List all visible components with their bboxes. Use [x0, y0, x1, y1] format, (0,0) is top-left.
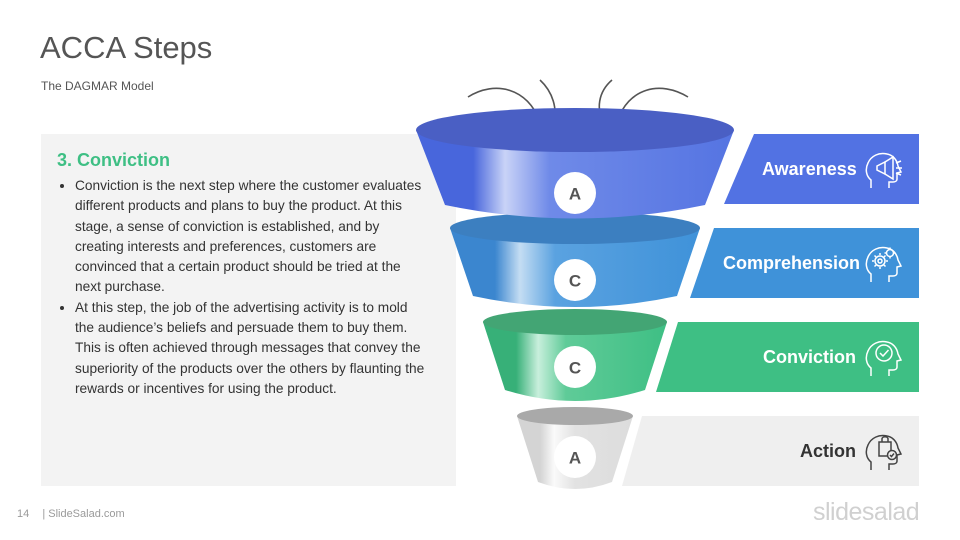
footer-source: | SlideSalad.com [42, 508, 125, 520]
stage-band-conviction: Conviction [656, 322, 919, 392]
footer: 14 | SlideSalad.com [17, 508, 125, 520]
bullet-item: Conviction is the next step where the cu… [75, 176, 425, 298]
slide-title: ACCA Steps [40, 30, 213, 65]
panel-heading: 3. Conviction [57, 150, 171, 170]
stage-label: Conviction [763, 346, 856, 367]
head-shopping-bag-icon [865, 434, 903, 470]
description-panel: 3. Conviction Conviction is the next ste… [41, 134, 456, 486]
funnel-letter-badge: A [554, 436, 596, 478]
stage-band-action: Action [622, 416, 919, 486]
funnel-letter-badge: A [554, 172, 596, 214]
funnel-letter-badge: C [554, 259, 596, 301]
stage-label: Action [800, 440, 856, 461]
funnel-letter: A [569, 185, 581, 204]
head-gears-icon [865, 246, 903, 282]
stage-label: Awareness [762, 158, 857, 179]
bullet-list: Conviction is the next step where the cu… [57, 176, 425, 399]
funnel-diagram: A C C A [416, 79, 734, 489]
funnel-letter: A [569, 449, 581, 468]
bullet-item: At this step, the job of the advertising… [75, 298, 425, 399]
stage-band-awareness: Awareness [724, 134, 919, 204]
head-megaphone-icon [865, 152, 903, 188]
brand-logo: slidesalad [813, 498, 920, 526]
slide-subtitle: The DAGMAR Model [41, 79, 154, 93]
page-number: 14 [17, 508, 30, 520]
funnel-letter: C [569, 272, 581, 291]
stage-label: Comprehension [723, 252, 861, 273]
stage-band-comprehension: Comprehension [690, 228, 919, 298]
funnel-letter-badge: C [554, 346, 596, 388]
head-check-icon [865, 340, 903, 376]
funnel-letter: C [569, 359, 581, 378]
